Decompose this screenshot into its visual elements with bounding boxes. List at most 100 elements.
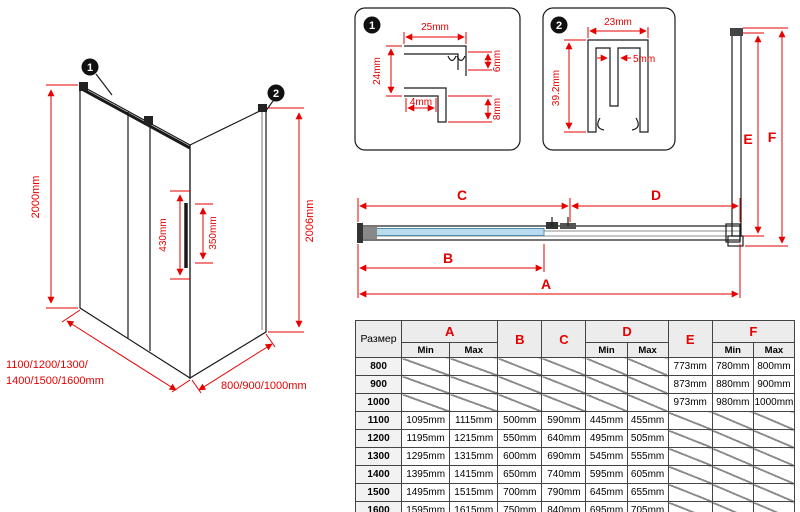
value-cell: 1395mm [401,465,451,484]
value-cell [626,393,669,412]
value-cell [752,411,796,430]
header-b: B [497,320,543,358]
value-cell [626,357,669,376]
value-cell [401,375,451,394]
value-cell [711,447,754,466]
value-cell: 705mm [626,501,669,512]
value-cell: 773mm [667,357,713,376]
value-cell: 1195mm [401,429,451,448]
value-cell [585,375,628,394]
shower-perspective-drawing: 1 2 [79,58,285,380]
detail-1-marker [363,16,381,34]
value-cell [711,501,754,512]
value-cell [667,465,713,484]
dim-width-line1: 1100/1200/1300/ [6,359,89,371]
value-cell [711,429,754,448]
value-cell: 1615mm [449,501,499,512]
value-cell [667,483,713,502]
value-cell [541,393,587,412]
dim-handle-inner: 350mm [208,216,219,249]
detail2-dim-height: 39.2mm [551,70,562,106]
detail1-dim-width: 25mm [421,22,449,33]
detail-2-marker-label: 2 [556,20,562,32]
value-cell: 500mm [497,411,543,430]
size-cell: 800 [354,357,403,376]
value-cell: 750mm [497,501,543,512]
header-e: E [667,320,713,358]
value-cell [497,357,543,376]
value-cell: 790mm [541,483,587,502]
header-c: C [541,320,587,358]
value-cell [401,393,451,412]
value-cell [752,501,796,512]
wall-bracket [79,82,88,91]
value-cell: 973mm [667,393,713,412]
detail2-dim-width: 23mm [604,17,632,28]
value-cell [497,375,543,394]
detail-2-marker [550,16,568,34]
value-cell: 650mm [497,465,543,484]
header-a-max: Max [449,342,499,358]
callout-2-marker [267,84,285,102]
header-a: A [401,320,499,343]
value-cell: 455mm [626,411,669,430]
header-d: D [585,320,669,343]
dim-height-right: 2006mm [304,200,316,243]
dim-label-f: F [768,129,777,145]
size-cell: 1100 [354,411,403,430]
value-cell: 900mm [752,375,796,394]
roller-hook [447,55,466,62]
size-cell: 1500 [354,483,403,502]
size-cell: 1600 [354,501,403,512]
value-cell: 590mm [541,411,587,430]
dim-label-a: A [541,276,551,292]
value-cell: 1295mm [401,447,451,466]
header-d-min: Min [585,342,628,358]
glass-door-panel [365,228,545,236]
dim-label-d: D [651,187,661,203]
detail-2-box: 2 23mm 5mm 39.2mm [542,7,676,151]
detail1-dim-gap: 4mm [410,97,432,108]
value-cell: 1595mm [401,501,451,512]
value-cell: 1095mm [401,411,451,430]
header-a-min: Min [401,342,451,358]
value-cell: 1215mm [449,429,499,448]
value-cell [626,375,669,394]
value-cell [667,411,713,430]
value-cell [711,483,754,502]
dim-depth: 800/900/1000mm [221,380,307,392]
value-cell [752,447,796,466]
value-cell [449,393,499,412]
value-cell: 1415mm [449,465,499,484]
value-cell: 695mm [585,501,628,512]
value-cell: 505mm [626,429,669,448]
value-cell: 873mm [667,375,713,394]
perspective-dimensions: 2000mm 2006mm 430mm 350mm 1100/1200/1300… [6,84,316,394]
dim-width-line2: 1400/1500/1600mm [6,375,104,387]
size-cell: 900 [354,375,403,394]
detail1-dim-height: 24mm [372,57,383,85]
value-cell [541,375,587,394]
value-cell: 495mm [585,429,628,448]
value-cell: 780mm [711,357,754,376]
size-cell: 1300 [354,447,403,466]
detail-1-marker-label: 1 [369,20,375,32]
value-cell: 1515mm [449,483,499,502]
size-table: Размер A B C D E F Min Max Min Max Min M… [354,320,796,512]
value-cell [752,429,796,448]
value-cell [711,411,754,430]
header-d-max: Max [626,342,669,358]
value-cell [585,357,628,376]
value-cell: 980mm [711,393,754,412]
header-f-min: Min [711,342,754,358]
value-cell: 605mm [626,465,669,484]
detail2-dim-slot: 5mm [633,54,655,65]
